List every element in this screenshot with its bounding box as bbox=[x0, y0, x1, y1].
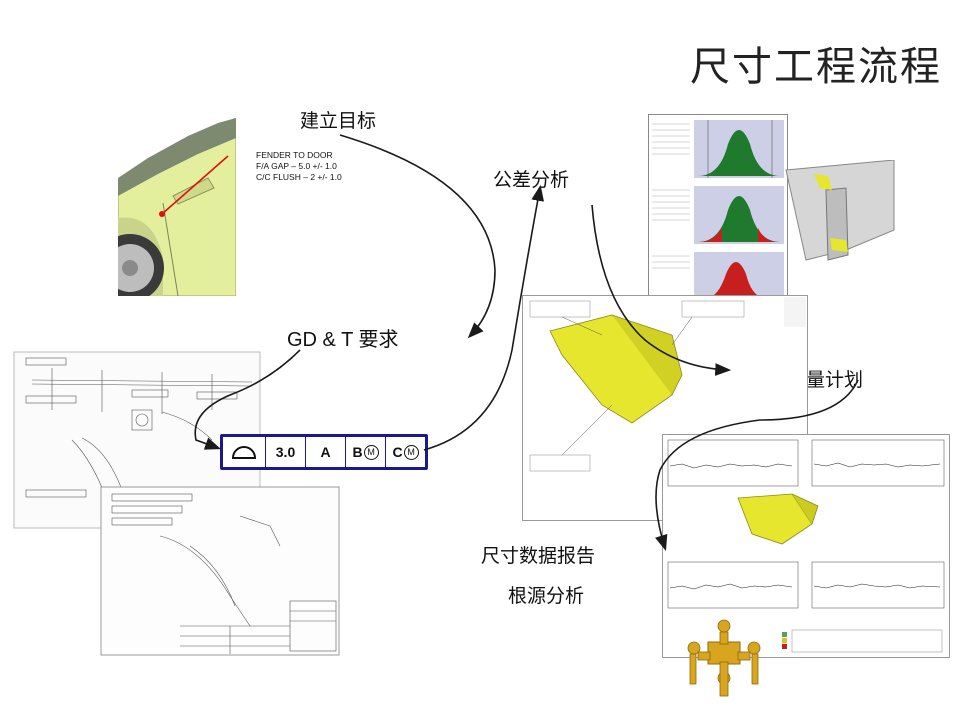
arrow-gdt-to-fcf bbox=[194, 349, 301, 450]
fcf-datum-c-letter: C bbox=[392, 444, 403, 460]
mmc-modifier-icon: M bbox=[363, 444, 379, 460]
bracket-3d-model bbox=[776, 159, 896, 270]
arrow-measurement-to-report bbox=[655, 379, 859, 552]
arrow-fcf-to-tolerance bbox=[423, 184, 544, 451]
callout-line-1: FENDER TO DOOR bbox=[256, 150, 333, 160]
step-gdt: GD & T 要求 bbox=[287, 329, 399, 351]
arrow-tolerance-to-measurement bbox=[591, 204, 732, 376]
histogram-panel-3 bbox=[694, 252, 784, 298]
histogram-panel-1 bbox=[694, 120, 784, 178]
callout-line-3: C/C FLUSH – 2 +/- 1.0 bbox=[256, 172, 342, 182]
fcf-datum-a: A bbox=[306, 437, 346, 467]
fcf-datum-c: C M bbox=[386, 437, 425, 467]
mmc-modifier-icon: M bbox=[403, 444, 419, 460]
car-fender-image bbox=[118, 118, 236, 296]
fcf-datum-b: B M bbox=[346, 437, 386, 467]
arrow-targets-to-gdt bbox=[339, 134, 496, 339]
engineering-drawing-2 bbox=[100, 486, 340, 656]
fcf-datum-b-letter: B bbox=[352, 444, 363, 460]
team-puzzle-icon bbox=[680, 612, 768, 702]
step-targets: 建立目标 bbox=[300, 110, 377, 132]
step-report: 尺寸数据报告 bbox=[481, 545, 596, 567]
callout-line-2: F/A GAP – 5.0 +/- 1.0 bbox=[256, 161, 337, 171]
measurement-report-2 bbox=[662, 434, 950, 658]
page-title: 尺寸工程流程 bbox=[690, 44, 942, 90]
car-callout-text: FENDER TO DOOR F/A GAP – 5.0 +/- 1.0 C/C… bbox=[256, 150, 342, 183]
step-tolerance: 公差分析 bbox=[493, 169, 570, 191]
histogram-panel-2 bbox=[694, 186, 784, 244]
tolerance-histogram-report bbox=[648, 114, 788, 302]
feature-control-frame: 3.0 A B M C M bbox=[220, 434, 428, 470]
step-root-cause: 根源分析 bbox=[508, 585, 585, 607]
profile-of-surface-icon bbox=[223, 437, 266, 467]
fcf-tolerance: 3.0 bbox=[266, 437, 306, 467]
